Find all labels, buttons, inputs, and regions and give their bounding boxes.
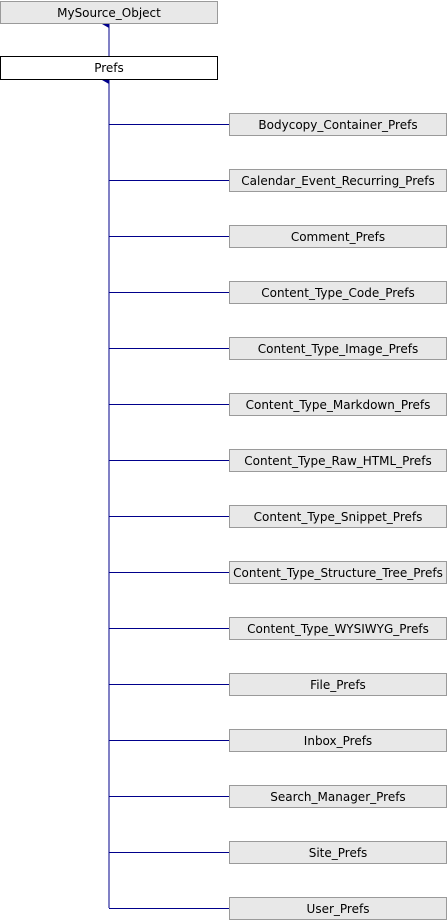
child-class-node[interactable]: File_Prefs xyxy=(229,673,447,696)
child-class-node[interactable]: Inbox_Prefs xyxy=(229,729,447,752)
child-class-node[interactable]: Content_Type_Raw_HTML_Prefs xyxy=(229,449,447,472)
child-class-node[interactable]: Content_Type_Markdown_Prefs xyxy=(229,393,447,416)
current-class-label: Prefs xyxy=(94,61,124,75)
child-class-node[interactable]: Content_Type_Snippet_Prefs xyxy=(229,505,447,528)
child-class-label: Site_Prefs xyxy=(308,845,368,860)
child-class-label: Comment_Prefs xyxy=(290,229,386,244)
child-class-node[interactable]: Content_Type_Image_Prefs xyxy=(229,337,447,360)
child-class-node[interactable]: Site_Prefs xyxy=(229,841,447,864)
child-class-label: Search_Manager_Prefs xyxy=(270,789,406,804)
child-class-label: Content_Type_WYSIWYG_Prefs xyxy=(247,621,429,636)
child-class-node[interactable]: Content_Type_WYSIWYG_Prefs xyxy=(229,617,447,640)
child-class-label: Content_Type_Snippet_Prefs xyxy=(253,509,423,524)
base-class-label: MySource_Object xyxy=(57,5,161,20)
child-class-label: Content_Type_Image_Prefs xyxy=(257,341,419,356)
child-class-label: File_Prefs xyxy=(310,677,366,692)
child-class-node[interactable]: Search_Manager_Prefs xyxy=(229,785,447,808)
child-class-label: Bodycopy_Container_Prefs xyxy=(258,117,418,132)
child-class-node[interactable]: Content_Type_Structure_Tree_Prefs xyxy=(229,561,447,584)
child-class-label: Content_Type_Structure_Tree_Prefs xyxy=(233,565,443,580)
child-class-node[interactable]: Comment_Prefs xyxy=(229,225,447,248)
child-class-label: Calendar_Event_Recurring_Prefs xyxy=(241,173,435,188)
child-class-label: Content_Type_Raw_HTML_Prefs xyxy=(244,453,432,468)
child-class-node[interactable]: Content_Type_Code_Prefs xyxy=(229,281,447,304)
child-class-node[interactable]: User_Prefs xyxy=(229,897,447,920)
child-class-label: Content_Type_Code_Prefs xyxy=(261,285,415,300)
child-class-node[interactable]: Bodycopy_Container_Prefs xyxy=(229,113,447,136)
current-class-node: Prefs xyxy=(0,56,218,80)
child-class-node[interactable]: Calendar_Event_Recurring_Prefs xyxy=(229,169,447,192)
base-class-node[interactable]: MySource_Object xyxy=(0,1,218,24)
child-class-label: User_Prefs xyxy=(306,901,370,916)
child-class-label: Content_Type_Markdown_Prefs xyxy=(245,397,431,412)
child-class-label: Inbox_Prefs xyxy=(303,733,373,748)
